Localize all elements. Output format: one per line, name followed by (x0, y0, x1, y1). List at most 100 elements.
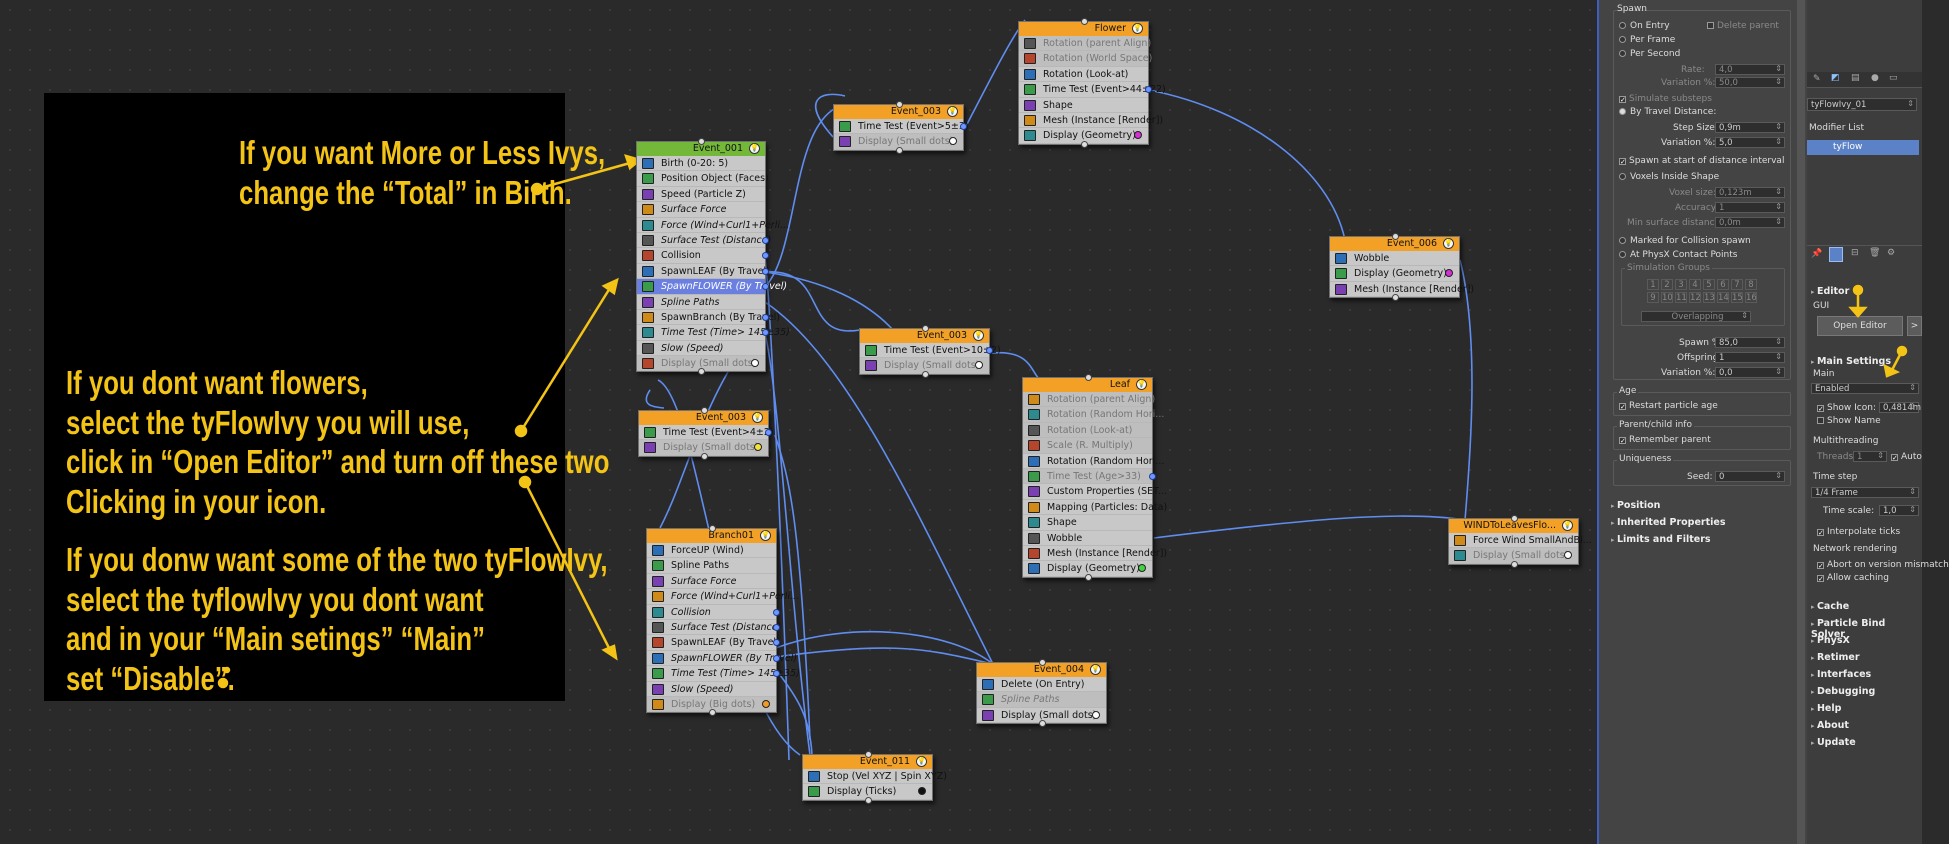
operator-icon[interactable] (652, 637, 664, 649)
bottom-port[interactable] (864, 796, 872, 804)
lightbulb-icon[interactable]: 💡 (916, 756, 927, 767)
operator-row[interactable]: Speed (Particle Z) (637, 187, 765, 203)
operator-icon[interactable] (1024, 99, 1036, 111)
tab-create-icon[interactable]: ✎ (1813, 74, 1821, 84)
lightbulb-icon[interactable]: 💡 (752, 412, 763, 423)
operator-icon[interactable] (644, 427, 656, 438)
operator-row[interactable]: Time Test (Event>4±2) (639, 425, 774, 441)
operator-icon[interactable] (652, 683, 664, 695)
node-leaf[interactable]: Leaf💡Rotation (parent Align)Rotation (Ra… (1022, 374, 1167, 581)
operator-icon[interactable] (642, 173, 654, 185)
operator-row[interactable]: Position Object (Faces) (637, 171, 769, 187)
output-port[interactable] (960, 123, 967, 130)
node-flower[interactable]: Flower💡Rotation (parent Align)Rotation (… (1018, 18, 1166, 148)
lightbulb-icon[interactable]: 💡 (1090, 664, 1101, 675)
node-event-003-middle[interactable]: Event_003💡Time Test (Event>10±2)Display … (859, 325, 1001, 378)
node-title[interactable]: Branch01💡 (647, 529, 776, 543)
overlapping-dropdown[interactable]: Overlapping (1641, 311, 1751, 322)
bottom-port[interactable] (895, 146, 903, 154)
rollout-retimer[interactable]: Retimer (1811, 652, 1860, 663)
operator-row[interactable]: SpawnFLOWER (By Travel) (647, 651, 797, 667)
operator-icon[interactable] (642, 311, 654, 323)
delete-parent-checkbox[interactable]: Delete parent (1707, 21, 1779, 31)
accuracy-spinner[interactable]: 1 (1715, 202, 1785, 213)
operator-row[interactable]: Time Test (Event>5±3) (834, 119, 969, 135)
operator-icon[interactable] (642, 158, 654, 169)
operator-row[interactable]: Force Wind SmallAndBi... (1449, 533, 1592, 549)
operator-icon[interactable] (1024, 68, 1036, 80)
operator-row[interactable]: Rotation (parent Align) (1019, 36, 1151, 52)
rollout-interfaces[interactable]: Interfaces (1811, 669, 1871, 680)
operator-icon[interactable] (808, 771, 820, 782)
variation-spinner[interactable]: 0,0 (1715, 367, 1785, 378)
output-port[interactable] (773, 623, 780, 631)
operator-icon[interactable] (1028, 409, 1040, 421)
operator-icon[interactable] (1028, 532, 1040, 544)
operator-row[interactable]: Time Test (Time> 145±35) (647, 666, 800, 682)
input-port[interactable] (698, 138, 705, 145)
display-color-swatch[interactable] (975, 361, 983, 370)
time-step-dropdown[interactable]: 1/4 Frame (1811, 487, 1919, 498)
display-color-swatch[interactable] (1138, 564, 1146, 573)
input-port[interactable] (1510, 515, 1518, 522)
display-color-swatch[interactable] (1134, 131, 1142, 140)
operator-icon[interactable] (642, 327, 654, 339)
configure-icon[interactable]: ⚙ (1887, 248, 1896, 258)
output-port[interactable] (762, 329, 769, 337)
operator-row[interactable]: Force (Wind+Curl1+Perli... (647, 589, 799, 605)
input-port[interactable] (1038, 659, 1046, 666)
operator-icon[interactable] (642, 250, 654, 262)
input-port[interactable] (895, 101, 903, 108)
operator-icon[interactable] (1028, 470, 1040, 482)
output-port[interactable] (1149, 472, 1156, 480)
operator-icon[interactable] (652, 621, 664, 633)
operator-row[interactable]: Time Test (Event>10±2) (860, 343, 1001, 359)
operator-icon[interactable] (642, 219, 654, 231)
bottom-port[interactable] (1391, 294, 1399, 302)
node-title[interactable]: WINDToLeavesFlo...💡 (1449, 519, 1578, 533)
caching-checkbox[interactable]: ✓Allow caching (1817, 573, 1889, 583)
sim-group-toggle[interactable]: 9 (1647, 292, 1659, 303)
operator-icon[interactable] (642, 188, 654, 200)
spawn-pct-spinner[interactable]: 85,0 (1715, 337, 1785, 348)
display-color-swatch[interactable] (949, 137, 957, 146)
bottom-port[interactable] (708, 709, 716, 717)
node-title[interactable]: Event_011💡 (803, 755, 932, 769)
node-event-003-bottom[interactable]: Event_003💡Time Test (Event>4±2)Display (… (638, 407, 774, 460)
variation-spinner[interactable]: 5,0 (1715, 137, 1785, 148)
operator-icon[interactable] (865, 345, 877, 356)
rollout-position[interactable]: Position (1611, 500, 1661, 511)
input-port[interactable] (921, 325, 929, 332)
node-event-001[interactable]: Event_001💡Birth (0-20: 5)Position Object… (636, 138, 790, 376)
display-color-swatch[interactable] (751, 359, 759, 368)
operator-row[interactable]: Collision (647, 605, 780, 620)
threads-spinner[interactable]: 1 (1853, 451, 1887, 462)
lightbulb-icon[interactable]: 💡 (1443, 238, 1454, 249)
show-icon-spinner[interactable]: 0,4814m (1879, 402, 1921, 413)
tab-hierarchy-icon[interactable]: ▤ (1851, 73, 1860, 83)
operator-row[interactable]: Force (Wind+Curl1+Perli... (637, 218, 789, 233)
operator-icon[interactable] (642, 204, 654, 216)
display-color-swatch[interactable] (1445, 269, 1453, 278)
operator-icon[interactable] (652, 575, 664, 587)
node-event-011[interactable]: Event_011💡Stop (Vel XYZ | Spin XYZ)Displ… (802, 751, 947, 804)
operator-icon[interactable] (1028, 517, 1040, 529)
tab-motion-icon[interactable]: ● (1871, 73, 1879, 83)
variation-spinner[interactable]: 50,0 (1715, 77, 1785, 88)
operator-row[interactable]: Wobble (1330, 251, 1459, 267)
spawn-start-checkbox[interactable]: ✓Spawn at start of distance interval (1619, 156, 1784, 166)
operator-row[interactable]: Collision (637, 248, 769, 264)
rollout-update[interactable]: Update (1811, 737, 1856, 748)
sim-group-toggle[interactable]: 6 (1717, 279, 1729, 290)
node-event-003-top[interactable]: Event_003💡Time Test (Event>5±3)Display (… (833, 101, 969, 154)
per-second-radio[interactable]: Per Second (1619, 49, 1680, 59)
operator-icon[interactable] (1028, 501, 1040, 513)
operator-icon[interactable] (642, 342, 654, 354)
operator-icon[interactable] (1024, 84, 1036, 96)
display-color-swatch[interactable] (1092, 710, 1100, 719)
rollout-help[interactable]: Help (1811, 703, 1841, 714)
on-entry-radio[interactable]: On Entry (1619, 21, 1670, 31)
bottom-port[interactable] (1084, 573, 1092, 581)
sim-group-toggle[interactable]: 4 (1689, 279, 1701, 290)
